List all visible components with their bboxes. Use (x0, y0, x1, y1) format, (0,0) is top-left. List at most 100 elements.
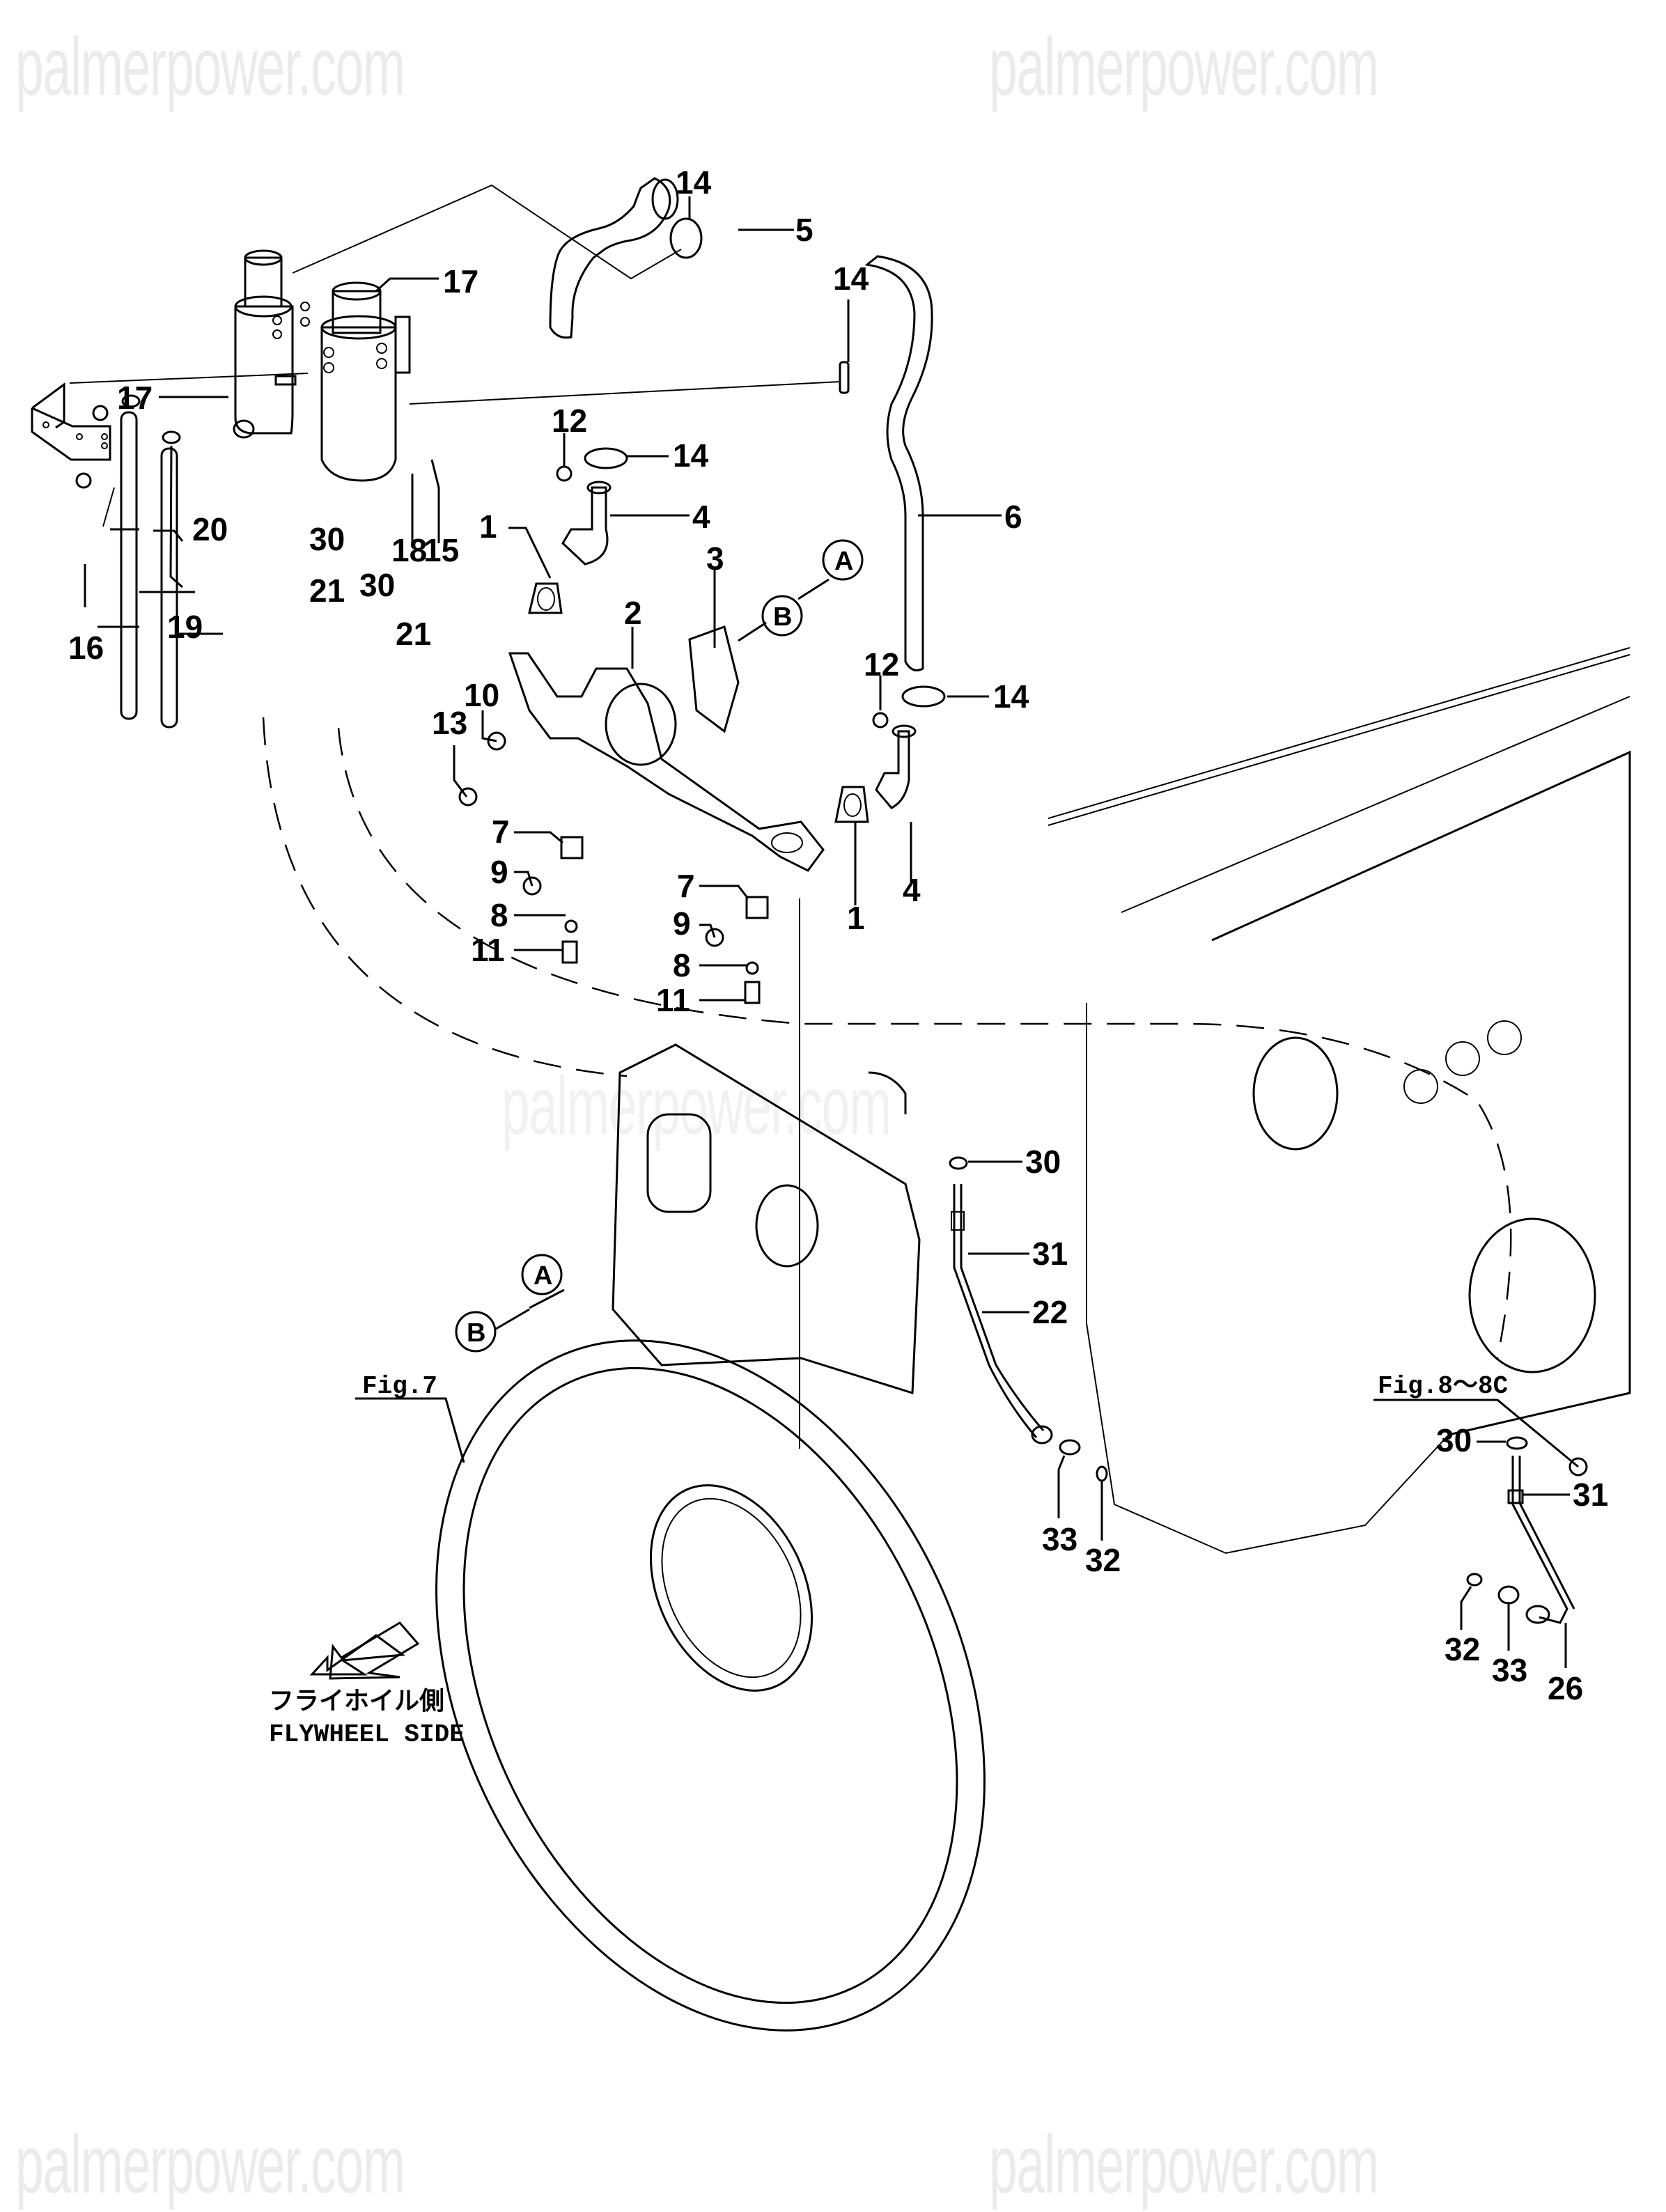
bolt-10 (487, 731, 506, 751)
label-26: 26 (1548, 1670, 1583, 1706)
oil-pipe-22 (868, 1071, 1053, 1444)
gasket-3 (688, 625, 740, 733)
clip-30-b (162, 430, 181, 444)
label-14-middle: 14 (673, 437, 709, 474)
bracket-7-b (745, 896, 769, 919)
label-10: 10 (464, 677, 499, 713)
watermark-top-left: palmerpower.com (15, 21, 405, 113)
bolt-20 (92, 405, 109, 421)
label-13: 13 (432, 705, 467, 741)
arrow-down-left-icon (309, 1621, 420, 1680)
washer-8-b (745, 961, 759, 975)
hose-6 (864, 255, 933, 671)
label-33-b: 33 (1492, 1652, 1527, 1688)
label-1-upper: 1 (479, 508, 497, 545)
svg-text:A: A (534, 1261, 552, 1291)
label-1-lower: 1 (847, 900, 865, 936)
ref-marker-b-bottom: B (455, 1311, 497, 1353)
label-3: 3 (706, 540, 724, 577)
label-30-c: 30 (1025, 1144, 1061, 1180)
label-31-b: 31 (1573, 1477, 1608, 1513)
thermostat-housing-left (233, 249, 310, 439)
label-19: 19 (167, 609, 203, 645)
dashed-route-hose (262, 717, 1512, 1359)
label-22: 22 (1032, 1294, 1068, 1330)
bolt-9-b (705, 928, 724, 947)
label-11-a: 11 (471, 932, 505, 968)
label-4-lower: 4 (903, 872, 921, 908)
label-30-b: 30 (359, 567, 395, 603)
label-9-a: 9 (490, 854, 508, 890)
bolt-19 (75, 472, 92, 489)
bracket-7-a (560, 836, 584, 859)
label-33-a: 33 (1042, 1521, 1077, 1557)
gasket-1-upper (528, 582, 563, 614)
svg-text:A: A (834, 547, 853, 576)
label-5: 5 (795, 212, 813, 248)
gasket-1-lower (834, 786, 869, 823)
label-30-a: 30 (309, 521, 345, 557)
flywheel-side-label-jp: フライホイル側 (269, 1687, 444, 1717)
label-30-d: 30 (1436, 1422, 1472, 1458)
clip-30-a (121, 394, 141, 408)
bolt-9-a (522, 876, 542, 896)
label-14-lower: 14 (993, 678, 1029, 715)
bolt-12-a (556, 465, 573, 482)
hose-21-right (160, 447, 178, 729)
connector-line-17-14 (409, 381, 841, 405)
connector-line-16 (102, 487, 115, 527)
label-17-right: 17 (443, 263, 478, 299)
leader-lines (84, 196, 1579, 1668)
clamp-14-d (901, 685, 946, 708)
label-4-upper: 4 (692, 499, 710, 535)
label-6: 6 (1004, 499, 1022, 535)
bolt-fig8 (1568, 1457, 1588, 1477)
water-manifold-pipe (508, 652, 825, 872)
label-14-top: 14 (676, 164, 712, 201)
bracket (31, 382, 111, 461)
timing-gear-case (612, 1043, 921, 1395)
bolt-11-a (561, 940, 578, 964)
label-8-b: 8 (673, 947, 691, 983)
label-7-b: 7 (677, 868, 695, 904)
figure-ref-7[interactable]: Fig.7 (362, 1372, 437, 1401)
connector-line-17-5 (292, 184, 682, 280)
bolt-13 (458, 787, 478, 807)
label-21-b: 21 (396, 616, 431, 652)
label-15: 15 (423, 532, 459, 568)
figure-ref-8[interactable]: Fig.8～8C (1378, 1372, 1508, 1401)
flywheel-side-label-en: FLYWHEEL SIDE (269, 1720, 465, 1749)
washer-32-a (1096, 1465, 1108, 1482)
label-14-upper-right: 14 (833, 260, 869, 297)
bolt-11-b (744, 981, 761, 1004)
plug-33-b (1497, 1585, 1520, 1605)
clamp-14-c (584, 447, 628, 469)
svg-text:B: B (773, 602, 792, 632)
label-16: 16 (68, 630, 104, 666)
bolt-12-b (872, 712, 889, 729)
plug-33-a (1059, 1439, 1081, 1456)
label-11-b: 11 (656, 982, 690, 1018)
label-2: 2 (624, 595, 642, 631)
hose-5 (549, 177, 679, 339)
cylinder-block (1048, 647, 1631, 1555)
watermark-bottom-right: palmerpower.com (989, 2119, 1379, 2211)
ref-marker-a-bottom: A (521, 1254, 563, 1295)
watermark-top-right: palmerpower.com (989, 21, 1379, 113)
label-17-left: 17 (117, 380, 153, 416)
label-20: 20 (192, 511, 228, 547)
clamp-14-a (669, 217, 703, 259)
label-8-a: 8 (490, 897, 508, 933)
flywheel-housing (435, 1339, 986, 2032)
label-32-b: 32 (1445, 1631, 1480, 1667)
label-9-b: 9 (673, 905, 691, 942)
watermark-bottom-left: palmerpower.com (15, 2119, 405, 2211)
hose-21-left (120, 411, 138, 720)
label-32-a: 32 (1085, 1542, 1121, 1578)
washer-32-b (1466, 1573, 1483, 1587)
label-18: 18 (391, 532, 427, 568)
label-12-upper: 12 (552, 403, 587, 439)
svg-text:B: B (467, 1318, 485, 1348)
thermostat-housing-right (320, 281, 411, 482)
